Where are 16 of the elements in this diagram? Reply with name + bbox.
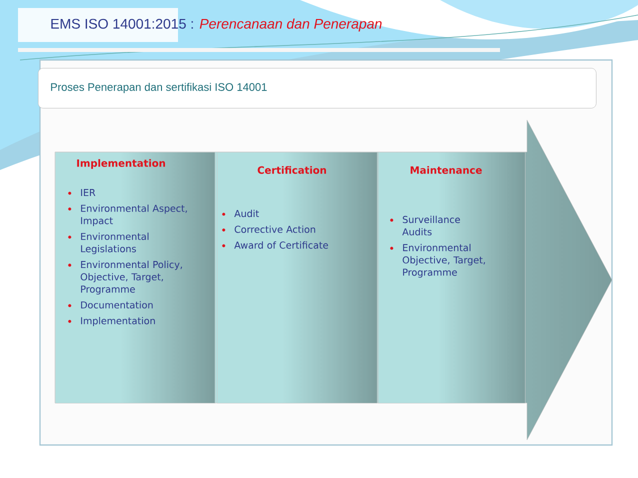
bullet-item: Surveillance Audits <box>402 216 460 236</box>
bullet-item: Environmental Objective, Target, Programme <box>402 244 485 278</box>
panel-heading: Certification <box>258 166 326 174</box>
title: EMS ISO 14001:2015 : Perencanaan dan Penerapan <box>51 18 382 32</box>
bullet-item: Environmental Policy, Objective, Target, Programme <box>80 260 182 295</box>
subtitle-box: Proses Penerapan dan sertifikasi ISO 14001 <box>38 68 596 108</box>
bullet-item: Environmental Legislations <box>81 232 148 254</box>
bullet-item: Corrective Action <box>234 226 316 233</box>
bullet-item: Documentation <box>81 301 153 309</box>
bullet-item: Audit <box>234 210 259 218</box>
bullet-item: Environmental Aspect, Impact <box>81 204 187 226</box>
panel-heading: Implementation <box>77 159 165 169</box>
bullet-item: Implementation <box>81 316 155 326</box>
bullet-item: IER <box>81 189 96 196</box>
panel-heading: Maintenance <box>410 166 482 174</box>
bullet-item: Award of Certificate <box>234 241 328 249</box>
